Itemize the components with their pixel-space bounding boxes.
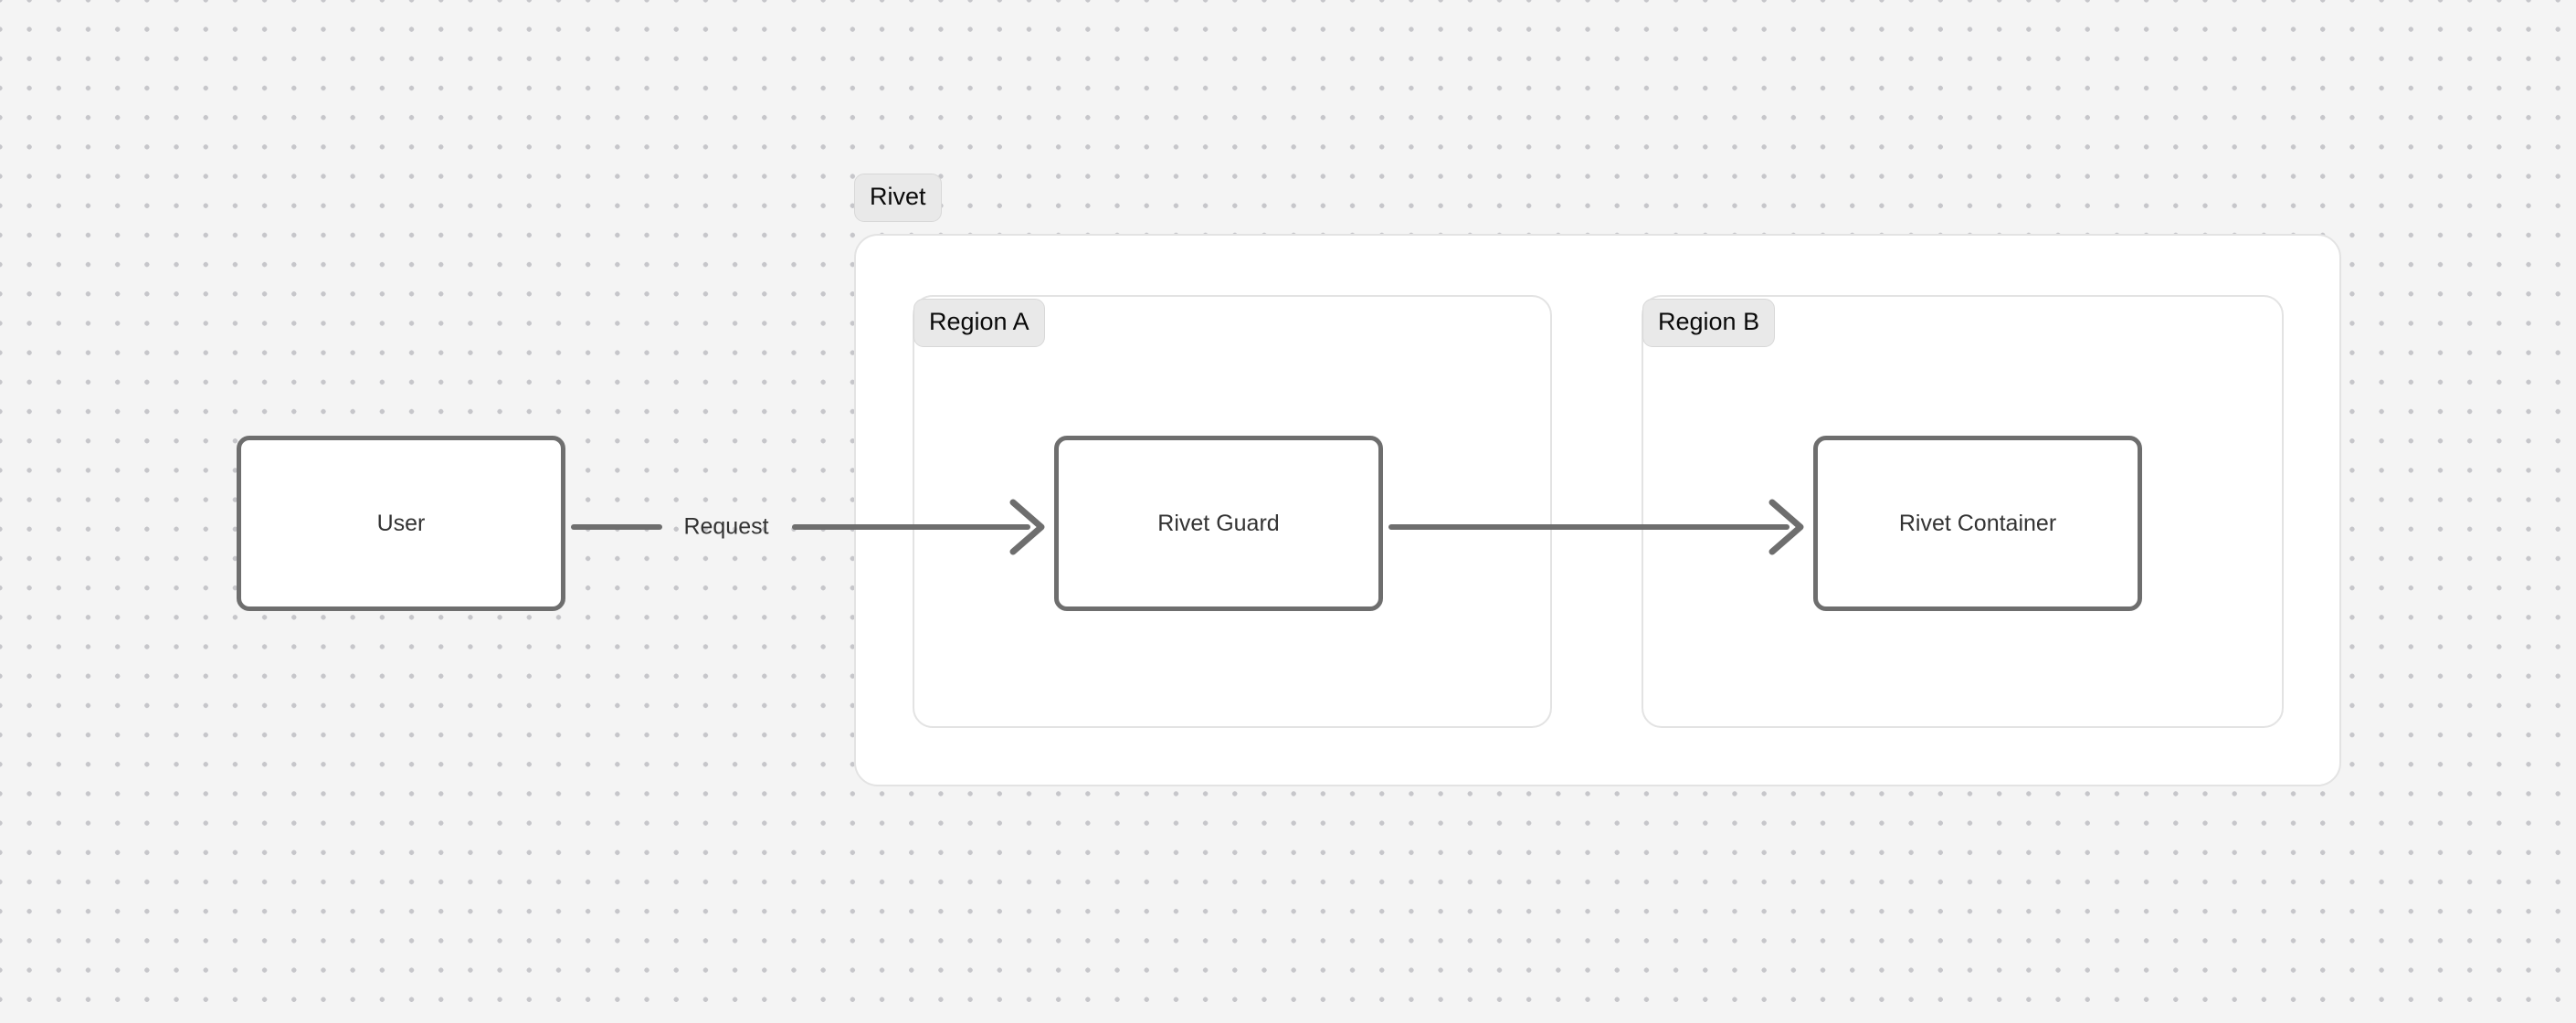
- node-rivet-guard-label: Rivet Guard: [1157, 510, 1280, 536]
- node-rivet-container[interactable]: Rivet Container: [1813, 436, 2142, 611]
- group-label-region-b[interactable]: Region B: [1642, 299, 1776, 347]
- node-user-label: User: [376, 510, 426, 536]
- group-label-region-a[interactable]: Region A: [913, 299, 1045, 347]
- node-user[interactable]: User: [237, 436, 565, 611]
- node-rivet-container-label: Rivet Container: [1898, 510, 2057, 536]
- node-rivet-guard[interactable]: Rivet Guard: [1054, 436, 1383, 611]
- edge-label-request: Request: [683, 513, 769, 540]
- group-label-rivet[interactable]: Rivet: [854, 174, 942, 222]
